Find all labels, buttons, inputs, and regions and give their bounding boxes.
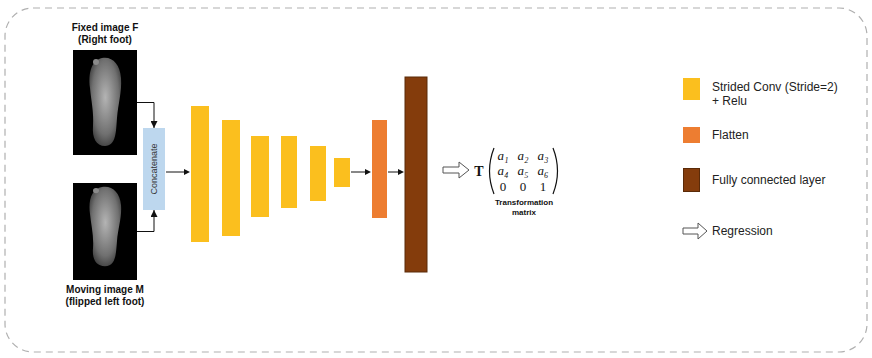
legend-arrow [682,221,708,241]
arrow [388,169,404,175]
conv-layer [251,136,269,217]
matrix-bracket [553,148,558,194]
legend-swatch [683,78,700,100]
conv-layer [222,120,240,236]
arrow-head [398,169,404,175]
conv-layer [334,158,350,187]
matrix-entry: a₁ [497,149,508,163]
arrow-line [166,172,185,173]
flatten-layer [372,120,387,218]
toe [93,59,99,65]
frame-border [5,8,867,352]
connector [137,103,154,129]
legend-text: Fully connected layer [712,173,840,187]
image-caption: Fixed image F (Right foot) [62,22,148,46]
image-ground [73,183,137,280]
image-caption: Moving image M (flipped left foot) [54,284,156,308]
connector [137,210,154,232]
arrow-head [184,169,190,175]
matrix-entry: a₆ [537,164,548,178]
arrow-line [388,172,399,173]
matrix-entry: a₂ [517,149,528,163]
arrow-sample [683,223,707,239]
matrix-entry: T [474,164,483,179]
toe [93,188,99,193]
arrow [351,169,371,175]
matrix-entry: 0 [520,180,527,194]
foot-shape [90,58,122,146]
matrix-entry: 0 [500,180,507,194]
matrix-entry: a₄ [497,164,508,178]
matrix-entry: 1 [540,180,547,194]
box-label: Concatenate [149,143,160,194]
foot-shape [90,187,122,266]
image-frame: Moving image M (flipped left foot) [73,183,137,280]
image-ground [73,50,137,155]
image-frame: Fixed image F (Right foot) [73,50,137,155]
arrow-line [351,172,366,173]
foot-picture [90,187,122,266]
concatenate-box: Concatenate [143,128,165,210]
arrow-head [365,169,371,175]
matrix-entry: a₃ [537,149,548,163]
legend-swatch [683,168,700,192]
legend-text: Flatten [712,128,840,142]
matrix-entry: a₅ [517,164,528,178]
conv-layer [310,146,326,201]
legend-swatch [683,127,700,143]
arrow [166,169,190,175]
conv-layer [281,136,297,208]
regression-arrow [443,162,469,178]
legend-text: Regression [712,224,840,238]
conv-layer [191,106,209,242]
legend-text: Strided Conv (Stride=2) + Relu [712,80,840,108]
matrix-caption: Transformation matrix [491,198,557,218]
dense-layer [405,77,427,272]
foot-picture [90,58,122,146]
matrix-bracket [490,148,495,194]
